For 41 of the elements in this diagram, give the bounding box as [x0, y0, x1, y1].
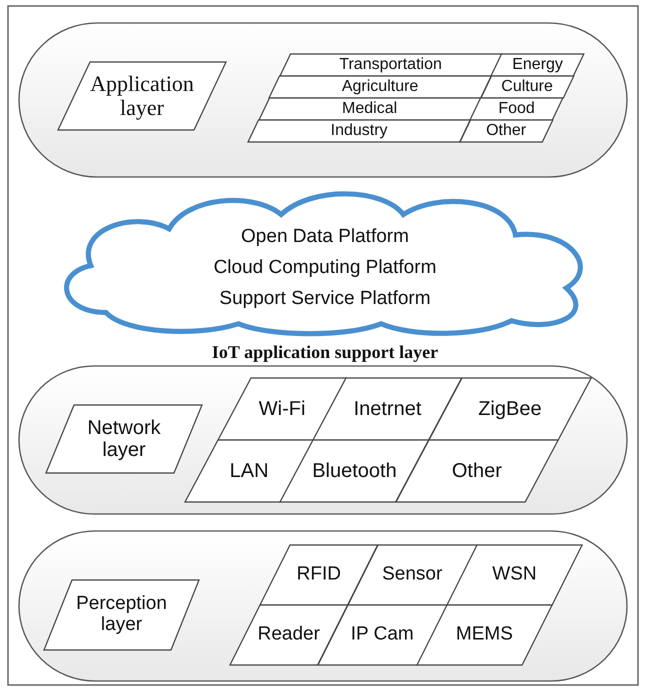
category-label: Other [450, 460, 503, 482]
category-cell [428, 378, 591, 440]
layer-caption: IoT application support layer [210, 342, 440, 363]
layer-label-box [46, 405, 202, 473]
category-label: Medical [341, 100, 398, 118]
category-cell [185, 440, 314, 502]
category-label: IP Cam [350, 624, 415, 646]
layer-name: Perception layer [75, 594, 168, 636]
category-label: Energy [511, 56, 564, 74]
category-label: Sensor [381, 564, 444, 586]
category-label: WSN [491, 564, 538, 586]
platform-text: Support Service Platform [218, 288, 432, 310]
platform-text: Open Data Platform [240, 226, 410, 248]
layer-name: Application layer [89, 72, 195, 120]
category-label: Transportation [338, 56, 443, 74]
category-label: Reader [256, 624, 321, 646]
category-cell [446, 545, 582, 605]
category-label: LAN [228, 460, 270, 482]
layer-name: Network layer [86, 417, 162, 461]
category-label: RFID [296, 564, 342, 586]
category-label: Culture [500, 78, 554, 96]
layer-label-box [58, 62, 226, 130]
category-cell [260, 545, 378, 605]
category-cell [396, 440, 558, 502]
category-label: Wi-Fi [258, 398, 306, 420]
category-cell [280, 440, 429, 502]
category-cell [416, 605, 552, 665]
category-cell [218, 378, 346, 440]
category-label: Industry [330, 122, 389, 140]
category-label: ZigBee [477, 398, 543, 420]
category-label: Food [497, 100, 536, 118]
category-label: Inetrnet [352, 398, 422, 420]
platform-text: Cloud Computing Platform [212, 257, 438, 279]
layer-label-box [44, 580, 199, 650]
category-cell [313, 378, 462, 440]
category-cell [230, 605, 348, 665]
category-cell [348, 545, 477, 605]
category-label: Bluetooth [311, 460, 398, 482]
category-label: MEMS [454, 624, 514, 646]
category-label: Agriculture [340, 78, 420, 96]
category-label: Other [485, 122, 528, 140]
